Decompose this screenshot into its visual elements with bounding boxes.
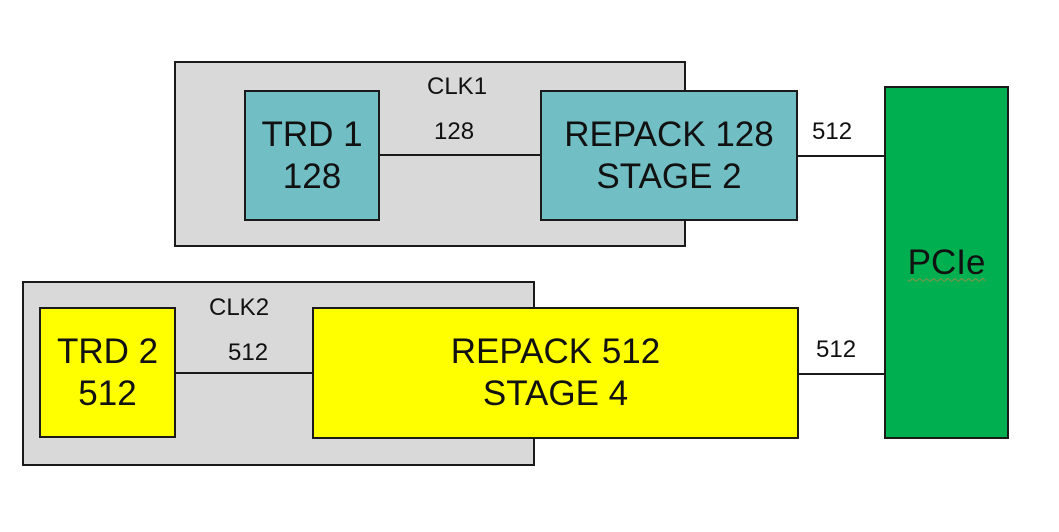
- trd2-width: 512: [78, 373, 137, 413]
- trd2-name: TRD 2: [56, 331, 159, 371]
- trd1-to-repack128-link: [378, 154, 543, 156]
- clk1-label: CLK1: [427, 73, 488, 100]
- repack128-stage: STAGE 2: [596, 156, 742, 196]
- repack128-block: REPACK 128 STAGE 2: [540, 90, 798, 221]
- repack128-out-width-label: 512: [812, 118, 853, 145]
- repack512-stage: STAGE 4: [482, 374, 629, 413]
- repack128-to-pcie-link: [796, 155, 886, 157]
- pcie-label: PCIe: [907, 242, 986, 282]
- repack512-to-pcie-link: [797, 373, 886, 375]
- trd2-link-width-label: 512: [228, 339, 269, 366]
- trd2-block: TRD 2 512: [39, 307, 176, 438]
- repack128-name: REPACK 128: [564, 114, 774, 154]
- trd1-width: 128: [282, 156, 342, 196]
- clk2-label: CLK2: [209, 294, 270, 321]
- repack512-out-width-label: 512: [816, 336, 857, 363]
- trd1-link-width-label: 128: [434, 118, 475, 145]
- trd2-to-repack512-link: [174, 372, 314, 374]
- trd1-block: TRD 1 128: [244, 90, 380, 221]
- repack512-block: REPACK 512 STAGE 4: [312, 307, 799, 439]
- trd1-name: TRD 1: [261, 114, 363, 154]
- pcie-block: PCIe: [884, 86, 1009, 439]
- repack512-name: REPACK 512: [450, 332, 661, 371]
